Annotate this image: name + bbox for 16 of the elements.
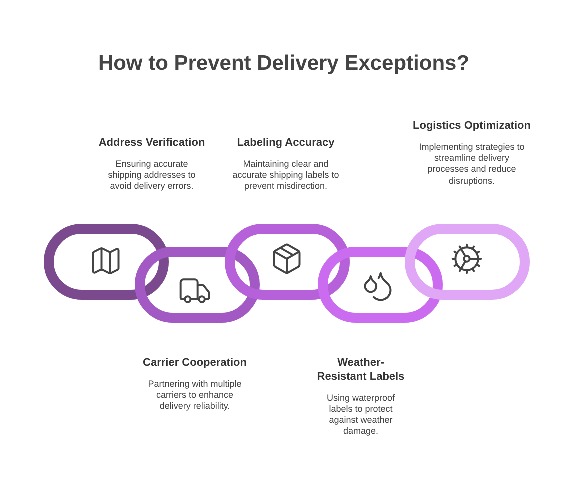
step-description: Partnering with multiple carriers to enhance delivery reliability. bbox=[147, 378, 243, 412]
title: How to Prevent Delivery Exceptions? bbox=[97, 52, 471, 76]
step-heading: Carrier Cooperation bbox=[142, 357, 248, 371]
step-description: Maintaining clear and accurate shipping labels to prevent misdirection. bbox=[232, 158, 340, 192]
step-description: Using waterproof labels to protect against weather damage. bbox=[326, 392, 396, 438]
chain-link bbox=[318, 247, 443, 323]
chain-link bbox=[44, 224, 169, 300]
step-heading: Address Verification bbox=[98, 137, 206, 151]
step-heading: Labeling Accuracy bbox=[236, 137, 336, 151]
chain-link bbox=[405, 224, 530, 300]
step-description: Ensuring accurate shipping addresses to avoid delivery errors. bbox=[107, 158, 197, 192]
step-heading: Logistics Optimization bbox=[412, 120, 532, 134]
chain-link bbox=[135, 247, 260, 323]
step-heading: Weather-Resistant Labels bbox=[316, 357, 406, 384]
chain-link bbox=[225, 224, 350, 300]
step-description: Implementing strategies to streamline delivery processes and reduce disruptions. bbox=[418, 142, 526, 187]
